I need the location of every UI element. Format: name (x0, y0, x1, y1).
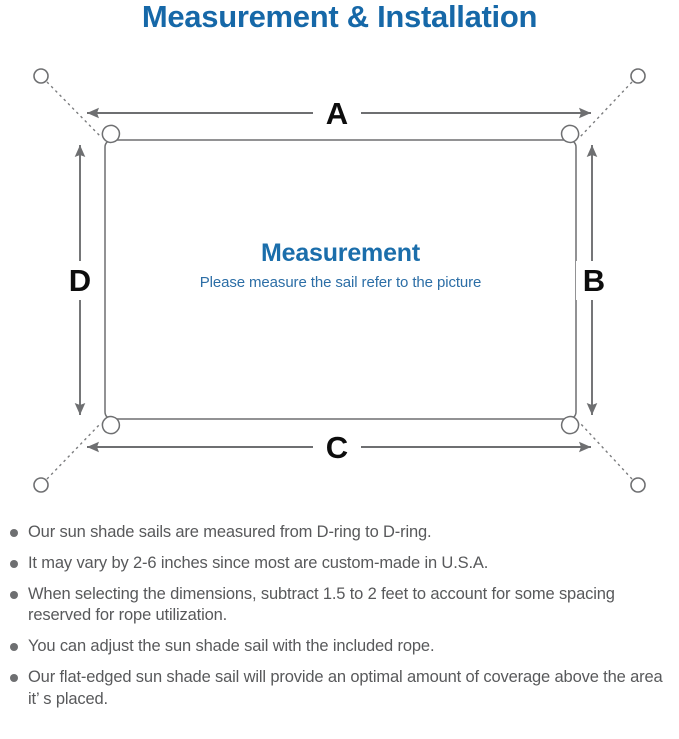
dimension-label-b: B (576, 261, 612, 300)
list-item-text: It may vary by 2-6 inches since most are… (28, 553, 489, 572)
d-ring-bottom-left (101, 415, 121, 435)
rope-line-top-right (579, 81, 633, 138)
list-item-text: You can adjust the sun shade sail with t… (28, 637, 435, 656)
notes-list: Our sun shade sails are measured from D-… (0, 522, 679, 719)
anchor-point-top-right (630, 68, 646, 84)
anchor-point-bottom-right (630, 477, 646, 493)
d-ring-top-left (101, 124, 121, 144)
bullet-icon (10, 559, 18, 568)
anchor-point-bottom-left (33, 477, 49, 493)
dimension-label-a: A (313, 96, 361, 131)
list-item-text: Our sun shade sails are measured from D-… (28, 523, 432, 541)
list-item: Our flat-edged sun shade sail will provi… (0, 667, 679, 711)
rope-lines (46, 81, 633, 480)
dimension-label-d: D (62, 261, 98, 300)
list-item: It may vary by 2-6 inches since most are… (0, 553, 679, 575)
d-rings (101, 124, 580, 435)
rope-line-bottom-left (46, 422, 102, 480)
bullet-icon (10, 673, 18, 682)
bullet-icon (10, 529, 18, 537)
list-item: You can adjust the sun shade sail with t… (0, 636, 679, 658)
d-ring-bottom-right (560, 415, 580, 435)
bullet-icon (10, 643, 18, 652)
list-item: When selecting the dimensions, subtract … (0, 584, 679, 628)
anchor-point-top-left (33, 68, 49, 84)
list-item-text: Our flat-edged sun shade sail will provi… (28, 667, 663, 708)
list-item: Our sun shade sails are measured from D-… (0, 522, 679, 544)
dimension-label-c: C (313, 430, 361, 465)
sail-outline (104, 139, 577, 420)
rope-line-bottom-right (579, 422, 633, 480)
anchor-points (33, 68, 646, 493)
d-ring-top-right (560, 124, 580, 144)
page-title: Measurement & Installation (141, 0, 538, 34)
bullet-icon (10, 590, 18, 599)
rope-line-top-left (46, 81, 102, 138)
list-item-text: When selecting the dimensions, subtract … (28, 584, 615, 625)
sail-measurement-diagram: A B C D Measurement Please measure the s… (33, 68, 646, 493)
